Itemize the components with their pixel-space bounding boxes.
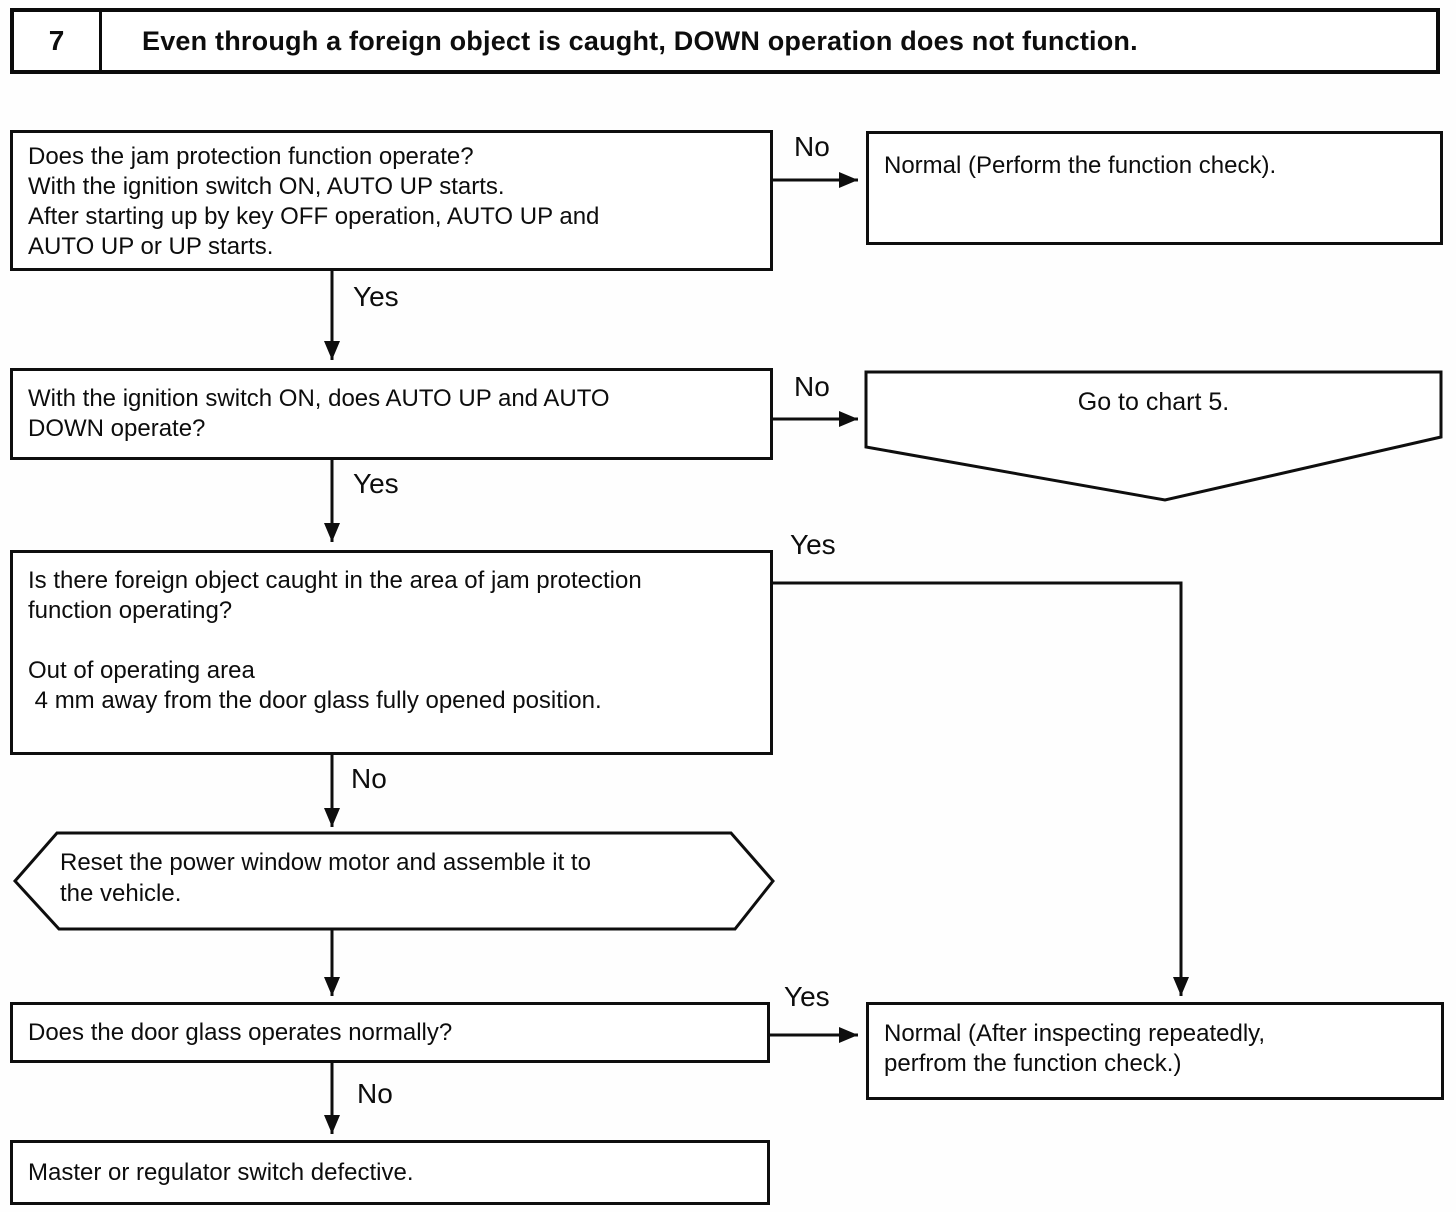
edge-label-q1-no: No — [794, 131, 830, 162]
edge-label-q4-yes: Yes — [784, 981, 830, 1012]
edge-q3-yes-arrow — [773, 581, 1189, 996]
process-hexagon-reset-motor — [12, 831, 775, 931]
edge-label-q1-yes: Yes — [353, 281, 399, 312]
chart-title: Even through a foreign object is caught,… — [142, 25, 1138, 56]
edge-label-q2-no: No — [794, 371, 830, 402]
terminal-normal-after-inspecting: Normal (After inspecting repeatedly, per… — [866, 1002, 1444, 1100]
decision-jam-protection-operate: Does the jam protection function operate… — [10, 130, 773, 271]
edge-label-q2-yes: Yes — [353, 468, 399, 499]
chart-number: 7 — [14, 12, 102, 70]
reset-motor-label: Reset the power window motor and assembl… — [60, 849, 591, 907]
decision-foreign-object-caught: Is there foreign object caught in the ar… — [10, 550, 773, 755]
edge-label-q4-no: No — [357, 1078, 393, 1109]
goto-chart5-label: Go to chart 5. — [1077, 388, 1230, 416]
decision-door-glass-normal: Does the door glass operates normally? — [10, 1002, 770, 1063]
edge-label-q3-yes: Yes — [790, 529, 836, 560]
offpage-connector-goto-chart5 — [864, 370, 1443, 502]
decision-auto-up-down-operate: With the ignition switch ON, does AUTO U… — [10, 368, 773, 460]
chart-title-bar: 7 Even through a foreign object is caugh… — [10, 8, 1440, 74]
edge-label-q3-no: No — [351, 763, 387, 794]
terminal-master-switch-defective: Master or regulator switch defective. — [10, 1140, 770, 1205]
terminal-normal-function-check: Normal (Perform the function check). — [866, 131, 1443, 245]
